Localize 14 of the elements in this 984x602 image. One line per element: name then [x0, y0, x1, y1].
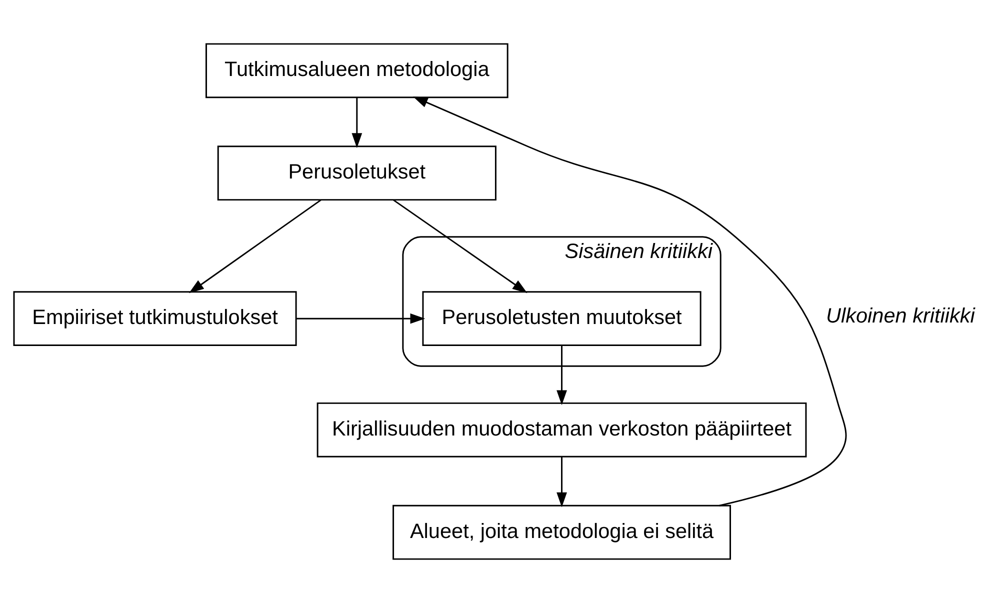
arrow	[352, 97, 362, 148]
arrow	[556, 456, 567, 507]
node-box: Tutkimusalueen metodologia	[205, 42, 508, 98]
node-box: Kirjallisuuden muodostaman verkoston pääpiirteet	[316, 402, 807, 457]
node-box: Perusoletusten muutokset	[422, 290, 702, 346]
arrow	[556, 345, 567, 405]
edge-label: Ulkoinen kritiikki	[826, 304, 975, 328]
node-box: Perusoletukset	[217, 145, 496, 200]
arrow	[412, 96, 847, 506]
arrow	[188, 198, 322, 293]
node-box: Alueet, joita metodologia ei selitä	[392, 504, 731, 560]
node-box: Empiiriset tutkimustulokset	[13, 290, 297, 346]
arrow	[393, 198, 528, 293]
arrow	[296, 312, 426, 324]
